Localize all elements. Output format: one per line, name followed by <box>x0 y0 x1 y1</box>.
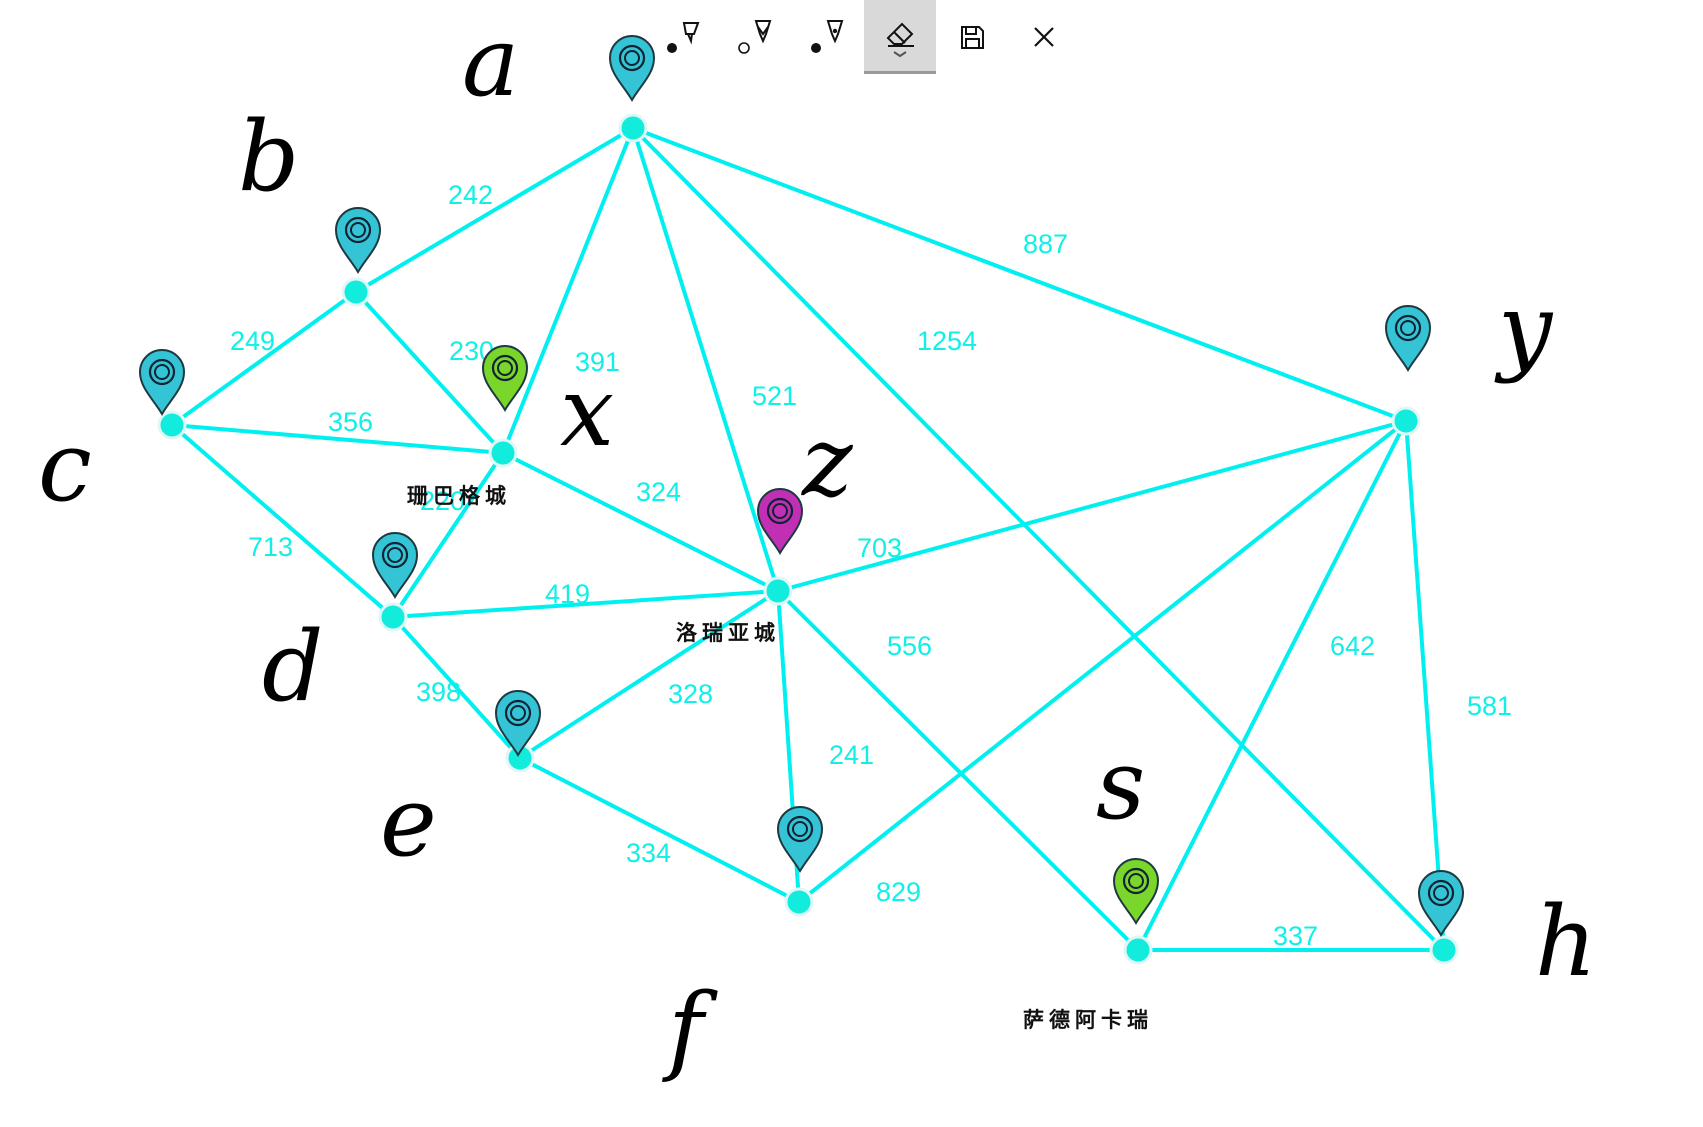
edge-b-c <box>170 290 358 427</box>
edge-a-x <box>501 126 635 455</box>
edge-f-y <box>797 419 1408 904</box>
edge-weight-a-b: 242 <box>448 180 493 210</box>
ballpoint-pen-icon <box>667 22 700 53</box>
edge-a-b <box>354 126 635 294</box>
edge-z-e <box>518 589 780 760</box>
close-icon <box>1034 27 1054 47</box>
pencil-icon <box>738 20 772 54</box>
map-pin-icon <box>756 488 804 556</box>
handwritten-label-e: e <box>380 766 437 878</box>
map-pin-icon <box>138 349 186 417</box>
edge-z-y <box>776 419 1408 593</box>
close-tool[interactable] <box>1008 0 1080 74</box>
edge-x-d <box>391 451 505 619</box>
map-pin-icon <box>334 207 382 275</box>
edge-weight-z-s: 556 <box>887 631 932 661</box>
edge-weight-a-y: 887 <box>1023 229 1068 259</box>
edge-c-d <box>170 423 395 619</box>
edge-d-z <box>391 589 780 619</box>
handwritten-label-b: b <box>238 101 299 213</box>
city-label-z: 洛瑞亚城 <box>676 621 780 645</box>
edge-weight-z-y: 703 <box>857 533 902 563</box>
handwritten-label-s: s <box>1096 729 1145 841</box>
edge-a-z <box>631 126 780 593</box>
edge-weight-y-h: 581 <box>1467 691 1512 721</box>
edge-weight-d-z: 419 <box>545 579 590 609</box>
eraser-tool[interactable] <box>864 0 936 74</box>
map-pin-icon <box>1384 305 1432 373</box>
highlighter-icon <box>811 20 844 53</box>
node-c[interactable] <box>157 410 187 440</box>
edge-weight-a-x: 391 <box>575 347 620 377</box>
edge-weight-a-h: 1254 <box>917 326 977 356</box>
edge-weight-c-d: 713 <box>248 532 293 562</box>
map-pin-icon <box>494 690 542 758</box>
map-pin-icon <box>371 532 419 600</box>
edge-x-z <box>501 451 780 593</box>
city-label-x: 珊巴格城 <box>407 484 511 508</box>
edge-weight-c-x: 356 <box>328 407 373 437</box>
map-pin-icon <box>1417 870 1465 938</box>
edge-weight-z-f: 241 <box>829 740 874 770</box>
handwritten-label-c: c <box>38 411 92 523</box>
pins-layer <box>138 35 1465 938</box>
node-h[interactable] <box>1429 935 1459 965</box>
edge-weight-e-f: 334 <box>626 838 671 868</box>
node-x[interactable] <box>488 438 518 468</box>
edge-e-f <box>518 756 801 904</box>
edge-b-x <box>354 290 505 455</box>
edge-a-h <box>631 126 1446 952</box>
node-b[interactable] <box>341 277 371 307</box>
edge-weight-d-e: 398 <box>416 677 461 707</box>
map-pin-icon <box>608 35 656 103</box>
handwritten-label-x: x <box>560 356 614 468</box>
node-d[interactable] <box>378 602 408 632</box>
edge-weight-z-e: 328 <box>668 679 713 709</box>
edge-s-y <box>1136 419 1408 952</box>
edge-z-s <box>776 589 1140 952</box>
edge-weight-s-y: 642 <box>1330 631 1375 661</box>
nodes-layer <box>157 113 1459 965</box>
handwritten-label-d: d <box>262 611 323 723</box>
edge-c-x <box>170 423 505 455</box>
map-pin-icon <box>1112 858 1160 926</box>
map-pin-icon <box>481 345 529 413</box>
save-tool[interactable] <box>936 0 1008 74</box>
handwritten-label-f: f <box>662 973 718 1085</box>
eraser-icon <box>886 22 914 57</box>
edges-layer <box>170 126 1446 952</box>
edge-weight-x-z: 324 <box>636 477 681 507</box>
ballpoint-pen-tool[interactable] <box>648 0 720 74</box>
handwritten-labels-layer: a b c x d z e f y s h <box>38 6 1597 1085</box>
edge-weight-s-h: 337 <box>1273 921 1318 951</box>
edge-y-h <box>1404 419 1446 952</box>
edge-weight-x-d: 220 <box>420 486 465 516</box>
map-pin-icon <box>776 806 824 874</box>
node-s[interactable] <box>1123 935 1153 965</box>
node-a[interactable] <box>618 113 648 143</box>
edge-weight-a-z: 521 <box>752 381 797 411</box>
handwritten-label-y: y <box>1494 273 1554 385</box>
save-icon <box>961 26 984 49</box>
pencil-tool[interactable] <box>720 0 792 74</box>
edge-d-e <box>391 615 522 760</box>
handwritten-label-z: z <box>801 406 854 518</box>
ink-toolbar <box>648 0 1080 74</box>
edge-weight-f-y: 829 <box>876 877 921 907</box>
handwritten-label-h: h <box>1535 886 1597 998</box>
handwritten-label-a: a <box>462 6 519 118</box>
edge-a-y <box>631 126 1408 423</box>
node-z[interactable] <box>763 576 793 606</box>
highlighter-tool[interactable] <box>792 0 864 74</box>
node-y[interactable] <box>1391 406 1421 436</box>
city-label-s: 萨德阿卡瑞 <box>1023 1008 1153 1032</box>
node-f[interactable] <box>784 887 814 917</box>
edge-weight-b-c: 249 <box>230 326 275 356</box>
